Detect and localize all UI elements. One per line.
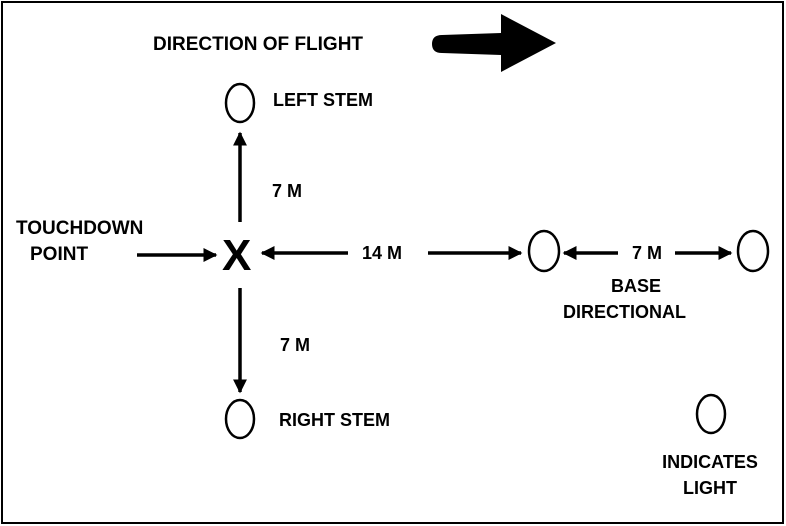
touchdown-label-line1: TOUCHDOWN: [16, 218, 144, 239]
distance-down-label: 7 M: [280, 335, 311, 355]
base-label-line1: BASE: [611, 276, 662, 296]
distance-up-label: 7 M: [272, 181, 303, 201]
direction-arrow-icon: [432, 14, 556, 72]
touchdown-label-line2: POINT: [30, 244, 89, 265]
left-stem-label: LEFT STEM: [273, 90, 373, 110]
base-label-line2: DIRECTIONAL: [563, 302, 686, 322]
light-right-stem: [224, 398, 256, 440]
light-base-directional: [527, 229, 561, 273]
direction-of-flight-label: DIRECTION OF FLIGHT: [153, 34, 364, 55]
distance-main-label: 14 M: [362, 243, 403, 263]
touchdown-mark: X: [222, 231, 252, 280]
distance-side-label: 7 M: [632, 243, 663, 263]
legend-label-line2: LIGHT: [683, 478, 737, 498]
light-left-stem: [224, 82, 256, 124]
legend-label-line1: INDICATES: [662, 452, 758, 472]
light-end: [736, 229, 770, 273]
right-stem-label: RIGHT STEM: [279, 410, 390, 430]
light-icon: [695, 393, 727, 435]
